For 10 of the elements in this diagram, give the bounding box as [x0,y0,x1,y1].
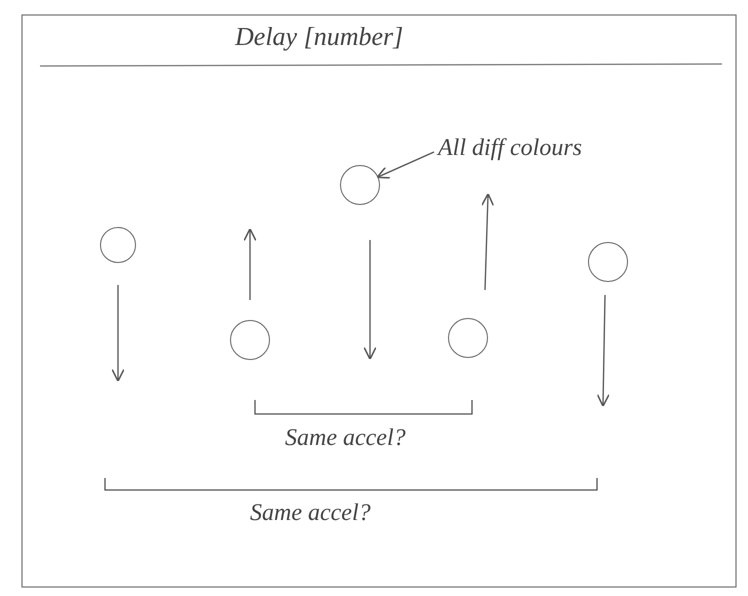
bracket-label: Same accel? [250,500,371,527]
bracket-label: Same accel? [285,425,406,452]
ball-circle [100,227,136,263]
ball-circle [448,318,488,358]
title: Delay [number] [235,22,404,52]
ball-circle [230,320,270,360]
leader-arrow [376,151,434,179]
ball-circle [340,165,380,205]
note: All diff colours [438,135,608,169]
ball-circle [588,242,628,282]
